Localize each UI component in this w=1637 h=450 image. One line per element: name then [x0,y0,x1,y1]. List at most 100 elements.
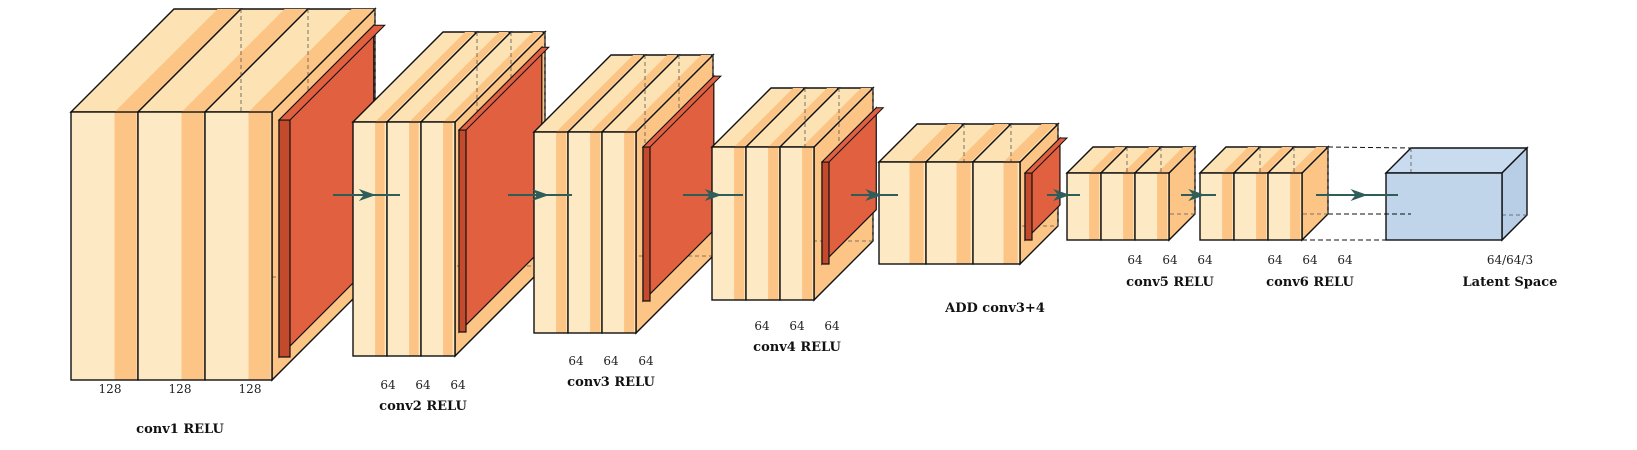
latent-caption: Latent Space [1463,275,1558,290]
arrow-right-icon [1181,189,1216,201]
conv5-front-band [1157,173,1168,240]
arrow-head [704,189,722,201]
conv1-caption: conv1 RELU [136,422,224,437]
conv3-relu-top [641,75,723,148]
conv3-block [532,53,723,335]
conv6-dim-1: 64 [1267,253,1283,267]
conv3-relu-edge [642,146,651,302]
conv1-relu-top [277,24,386,121]
conv6-top-band [1256,147,1293,173]
conv2-front-band [443,122,453,356]
conv2-block [351,30,551,358]
conv3-front-band [590,132,601,333]
latent-block [1384,146,1529,242]
latent-front-face [1385,172,1503,241]
conv3-caption: conv3 RELU [567,375,655,390]
arrow-head [358,189,376,201]
conv5-caption: conv5 RELU [1126,275,1214,290]
add-relu-top [1023,137,1069,174]
conv1-front-band [114,112,137,380]
add-front-band [1003,162,1018,264]
conv6-dim-3: 64 [1337,253,1353,267]
conv2-caption: conv2 RELU [379,399,467,414]
add-relu-edge [1024,172,1033,241]
dimension-labels: 128 128 128 64 64 64 64 64 64 64 64 64 6… [99,253,1534,396]
conv4-top-band [768,88,838,147]
conv4-front-band [734,147,745,300]
conv2-top-band [375,32,475,122]
conv2-top-band [409,32,509,122]
arrow-right-icon [683,189,743,201]
conv1-front-band [248,112,271,380]
conv3-front-band [624,132,635,333]
projection-lines [1302,146,1412,241]
conv3-dim-2: 64 [603,354,619,368]
conv3-front-outline [601,131,637,334]
arrow-right-icon [851,189,898,201]
conv4-relu-edge [821,161,830,265]
block-captions: conv1 RELU conv2 RELU conv3 RELU conv4 R… [136,275,1557,437]
conv4-front-band [768,147,779,300]
arrow-head [532,189,550,201]
conv1-front-outline [204,111,273,381]
conv1-block [69,7,386,382]
conv5-top-band [1123,147,1160,173]
add-front-band [956,162,971,264]
add-front-band [909,162,924,264]
conv4-front-outline [779,146,815,301]
conv2-relu-edge [458,129,467,333]
conv2-front-band [409,122,419,356]
arrow-right-icon [1316,189,1398,201]
conv6-front-band [1222,173,1233,240]
add-block [877,122,1069,266]
conv4-caption: conv4 RELU [753,340,841,355]
add-caption: ADD conv3+4 [944,301,1045,316]
conv5-front-band [1089,173,1100,240]
conv6-top-band [1222,147,1259,173]
conv1-front-band [181,112,204,380]
conv6-top-band [1290,147,1327,173]
arrow-right-icon [508,189,572,201]
conv6-dim-2: 64 [1302,253,1318,267]
conv5-top-band [1089,147,1126,173]
arrow-head [1350,189,1368,201]
conv4-front-band [802,147,813,300]
conv3-dim-3: 64 [638,354,654,368]
conv6-block [1198,145,1330,242]
add-front-outline [972,161,1021,265]
conv2-dim-2: 64 [415,378,431,392]
conv2-front-band [375,122,385,356]
conv2-top-band [443,32,543,122]
conv1-dim-3: 128 [239,382,262,396]
blocks-layer [69,7,1529,382]
conv5-dim-1: 64 [1127,253,1143,267]
conv5-dim-2: 64 [1162,253,1178,267]
projection-line [1327,146,1412,149]
arrows-layer [333,189,1398,201]
conv5-front-outline [1134,172,1170,241]
conv1-dim-2: 128 [169,382,192,396]
arrow-head [1053,189,1071,201]
conv6-front-band [1290,173,1301,240]
arrow-head [865,189,883,201]
conv2-relu-top [457,46,551,131]
conv4-dim-2: 64 [789,319,805,333]
conv2-dim-1: 64 [380,378,396,392]
conv6-caption: conv6 RELU [1266,275,1354,290]
conv3-top-band [624,55,712,132]
add-top-band [909,124,962,162]
conv4-dim-3: 64 [824,319,840,333]
latent-dim: 64/64/3 [1487,253,1533,267]
conv5-front-band [1123,173,1134,240]
conv6-front-band [1256,173,1267,240]
add-top-band [956,124,1009,162]
conv2-dim-3: 64 [450,378,466,392]
add-top-band [1003,124,1056,162]
conv2-front-outline [420,121,456,357]
conv6-front-outline [1267,172,1303,241]
arrow-head [1188,189,1206,201]
conv3-dim-1: 64 [568,354,584,368]
conv4-top-band [802,88,872,147]
conv3-front-band [556,132,567,333]
